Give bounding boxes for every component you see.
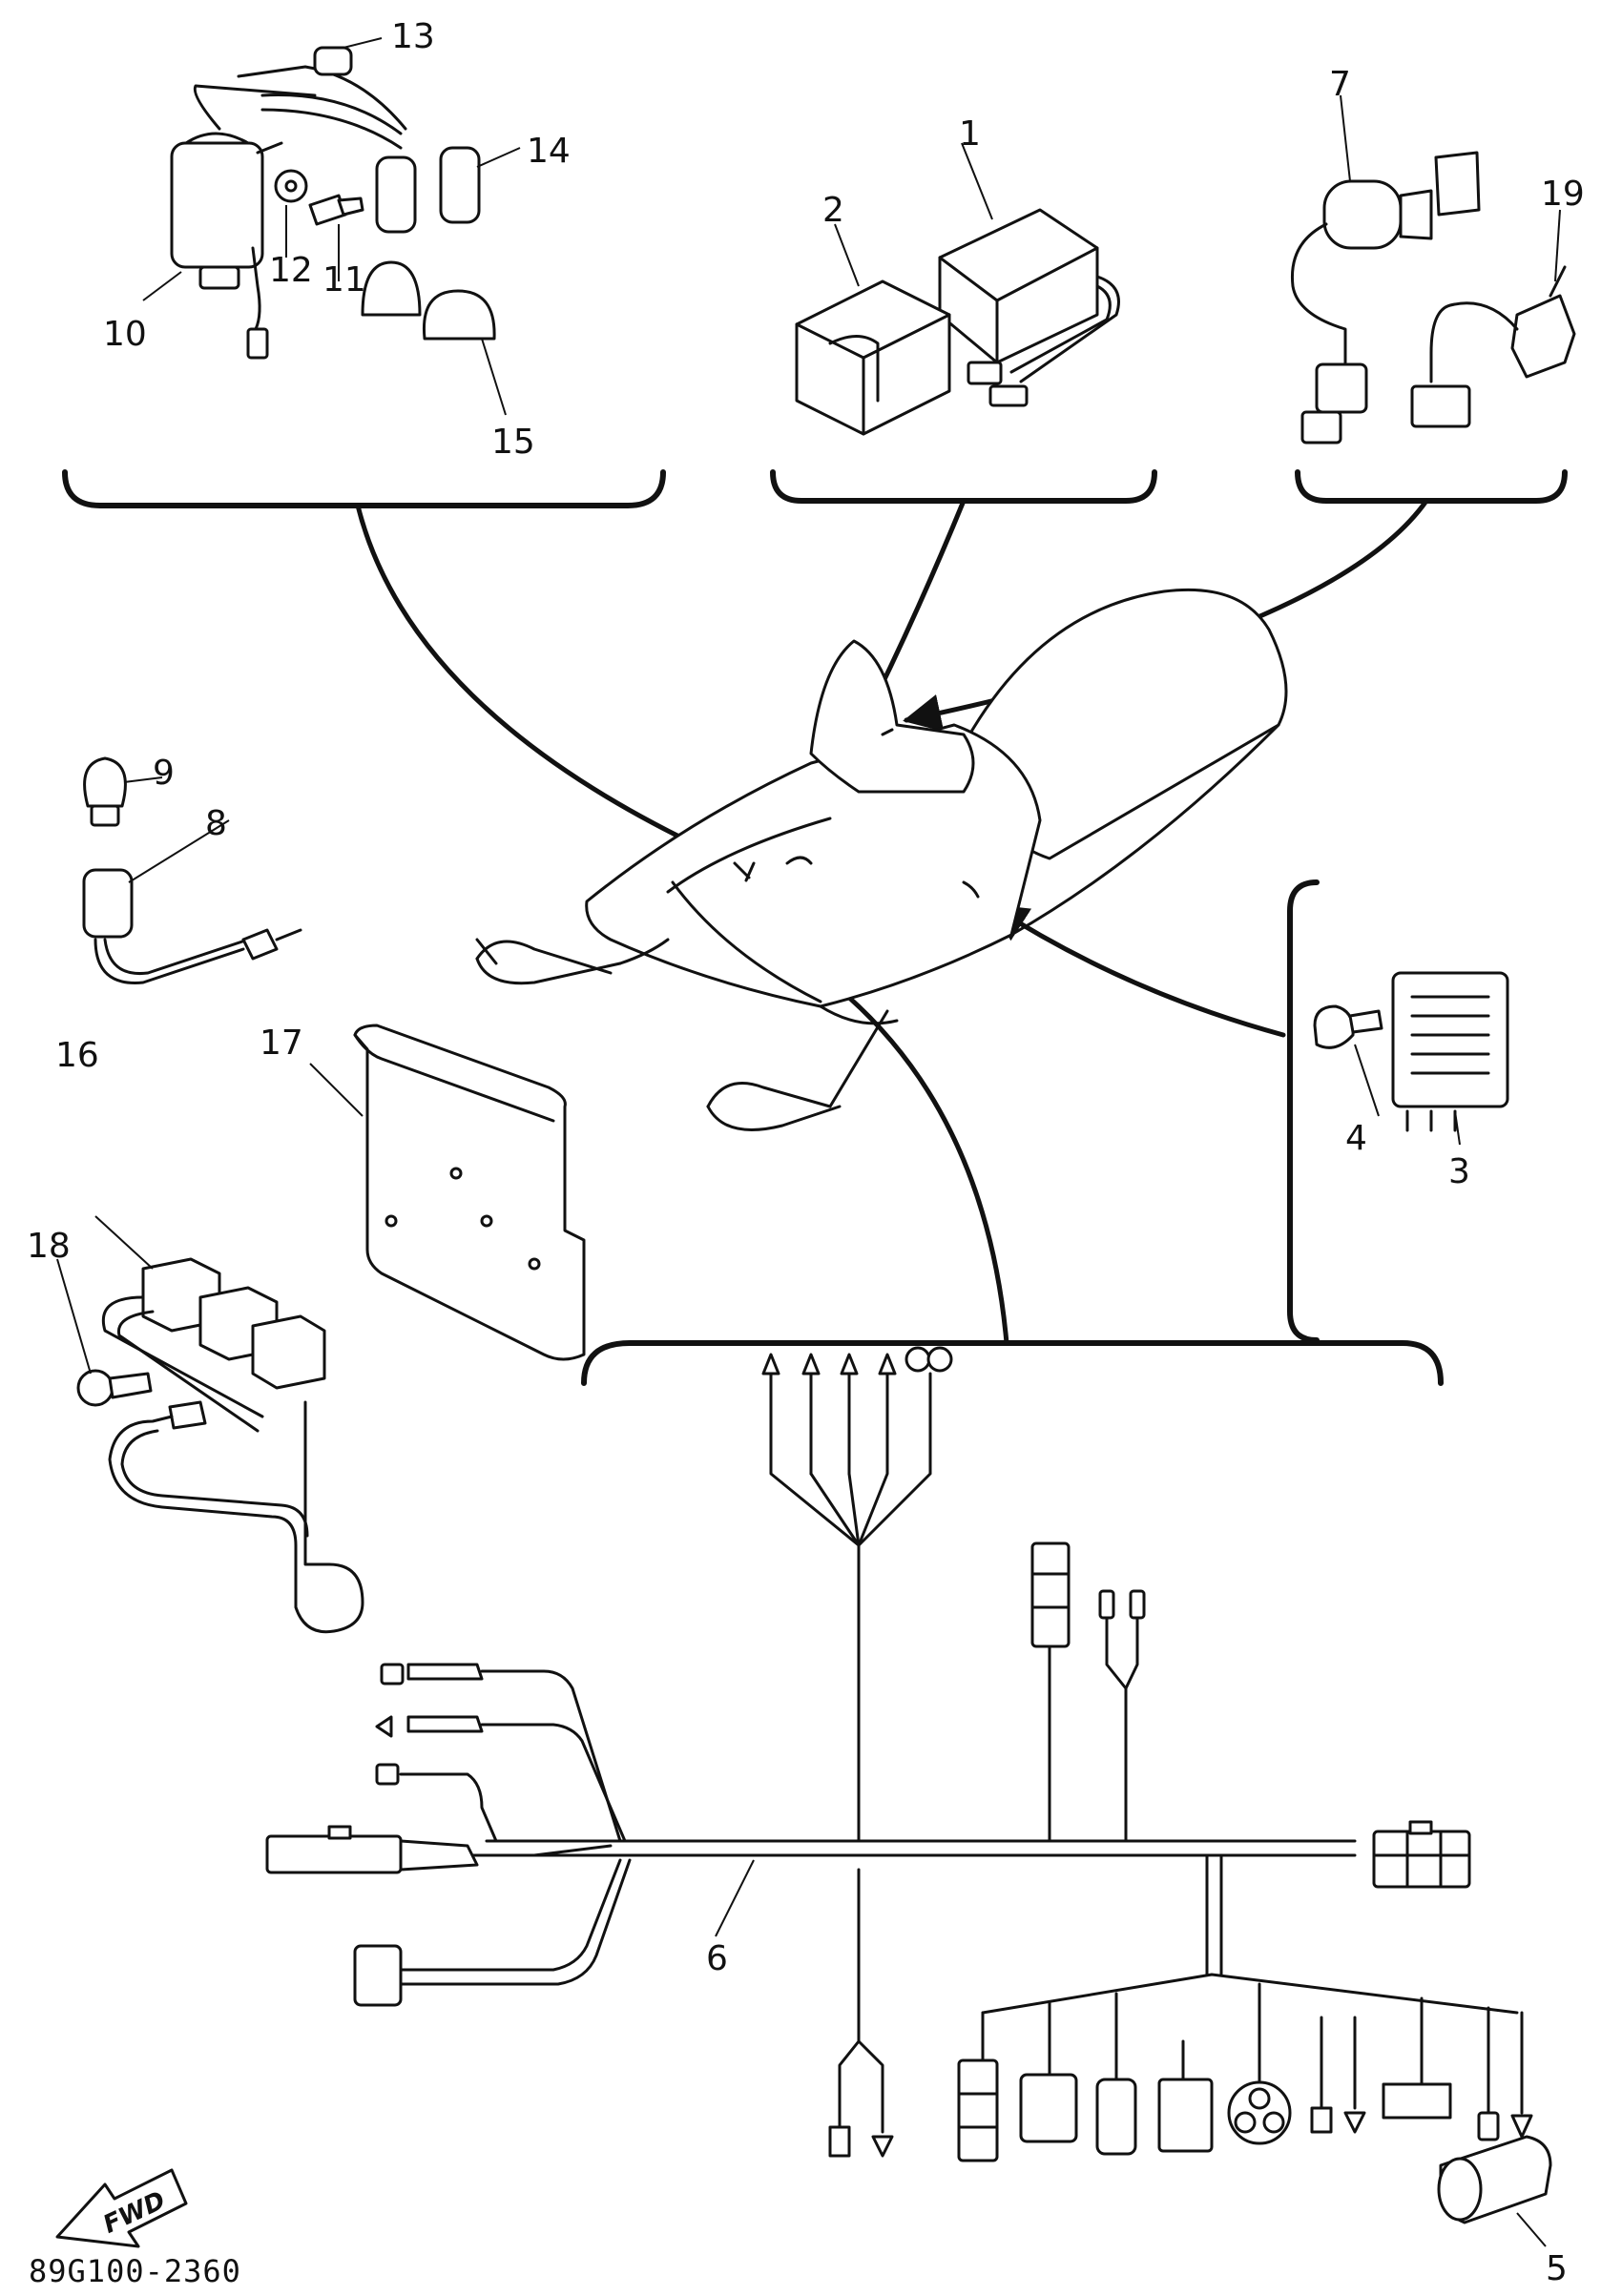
bulb (83, 756, 127, 827)
callout-16: 16 (55, 1036, 99, 1075)
callout-6: 6 (706, 1939, 728, 1978)
ignition-coil (170, 84, 317, 360)
group-bracket-ignition (62, 469, 666, 508)
callout-labels: 1 2 3 4 5 6 7 8 9 10 11 12 13 14 15 16 1… (27, 17, 1585, 2288)
rubber-cap-a (361, 260, 422, 317)
cdi-bracket (795, 279, 951, 436)
sleeve (1437, 2135, 1552, 2224)
coil-bolt (308, 194, 364, 226)
group-bracket-cdi (770, 469, 1157, 504)
high-tension-cords (237, 65, 407, 150)
callout-7: 7 (1329, 65, 1351, 104)
callout-11: 11 (322, 260, 366, 300)
mounting-plate (353, 1024, 586, 1361)
cdi-unit (938, 208, 1120, 407)
mounting-bolt (76, 1369, 153, 1407)
callout-14: 14 (527, 132, 571, 171)
main-switch (1290, 151, 1481, 445)
group-bracket-harness (581, 1340, 1444, 1386)
callout-5: 5 (1546, 2249, 1568, 2288)
callout-3: 3 (1448, 1152, 1470, 1191)
group-bracket-regulator (1287, 879, 1320, 1343)
callout-13: 13 (391, 17, 435, 56)
callout-2: 2 (822, 191, 844, 230)
callout-4: 4 (1345, 1119, 1367, 1158)
regulator-bolt (1313, 1004, 1383, 1049)
voltage-regulator (1391, 971, 1509, 1132)
washer (274, 169, 308, 203)
drawing-code: 89G100-2360 (29, 2253, 241, 2289)
spark-plug-cap-b (439, 146, 481, 224)
rubber-cap-b (422, 289, 496, 341)
relay-assembly (102, 1257, 326, 1433)
stop-switch (1410, 265, 1576, 428)
spark-plug-cap-a (375, 155, 417, 234)
callout-15: 15 (491, 423, 535, 462)
callout-10: 10 (103, 315, 147, 354)
forward-arrow-icon (55, 2168, 188, 2248)
leader-lines (56, 37, 1561, 2247)
callout-18: 18 (27, 1227, 71, 1266)
callout-17: 17 (260, 1024, 303, 1063)
callout-12: 12 (269, 251, 313, 290)
callout-1: 1 (959, 114, 981, 154)
group-bracket-switches (1295, 469, 1568, 504)
bulb-socket (82, 868, 302, 984)
callout-9: 9 (153, 754, 175, 793)
wire-harness (265, 1346, 1533, 2162)
callout-19: 19 (1541, 175, 1585, 214)
sensor-lead (108, 1400, 364, 1634)
snowmobile-outline (475, 588, 1288, 1131)
callout-8: 8 (205, 804, 227, 843)
cord-cap (313, 46, 353, 76)
